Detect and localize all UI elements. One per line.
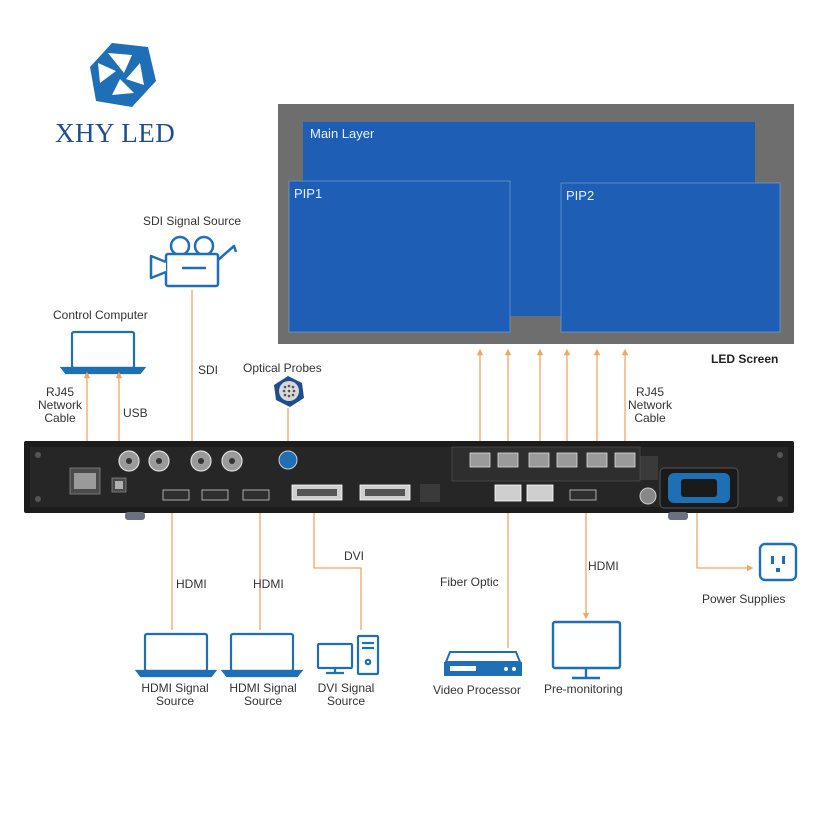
pip2-label: PIP2 <box>566 188 595 203</box>
led-processor-device <box>24 441 794 520</box>
main-layer-label: Main Layer <box>310 126 375 141</box>
hdmi-source-2-label: HDMI Signal Source <box>229 681 297 708</box>
optical-probe-icon <box>274 376 304 407</box>
brand-name: XHY LED <box>55 118 176 148</box>
hdmi-2-label: HDMI <box>253 577 284 591</box>
laptop-icon <box>134 632 218 678</box>
optical-probe-port <box>278 450 298 470</box>
sdi-source-label: SDI Signal Source <box>143 214 242 228</box>
logo-icon <box>90 43 156 107</box>
hdmi-output-port <box>569 489 597 501</box>
led-screen <box>278 104 794 344</box>
power-switch <box>639 487 657 505</box>
pip2-window <box>560 182 781 333</box>
dvi-source-label: DVI Signal Source <box>317 681 375 708</box>
hdmi-source-1-label: HDMI Signal Source <box>141 681 209 708</box>
connection-lines <box>83 290 754 648</box>
led-screen-label: LED Screen <box>711 352 779 366</box>
usb-connection-label: USB <box>123 406 148 420</box>
pre-monitoring-label: Pre-monitoring <box>544 682 623 696</box>
camera-icon <box>149 235 238 288</box>
hdmi-1-label: HDMI <box>176 577 207 591</box>
rj45-left-label: RJ45 Network Cable <box>37 385 82 425</box>
output-arrows <box>476 348 629 452</box>
rj45-right-label: RJ45 Network Cable <box>627 385 672 425</box>
fiber-ports <box>494 484 554 502</box>
control-computer-label: Control Computer <box>53 308 148 322</box>
video-processor-label: Video Processor <box>433 683 521 697</box>
desktop-computer-icon <box>316 634 380 676</box>
laptop-icon <box>220 632 304 678</box>
monitor-icon <box>551 620 622 680</box>
dvi-label: DVI <box>344 549 365 563</box>
hdmi-input-ports <box>162 489 270 501</box>
pip1-window <box>288 180 511 333</box>
optical-probes-label: Optical Probes <box>243 361 322 375</box>
rj45-output-ports <box>469 452 636 468</box>
power-outlet-icon <box>758 542 798 582</box>
video-processor-icon <box>444 651 522 676</box>
laptop-icon <box>59 330 147 375</box>
hdmi-out-label: HDMI <box>588 559 619 573</box>
power-supplies-label: Power Supplies <box>702 592 786 606</box>
pip1-label: PIP1 <box>294 186 323 201</box>
sdi-connection-label: SDI <box>198 363 219 377</box>
fiber-optic-label: Fiber Optic <box>440 575 499 589</box>
